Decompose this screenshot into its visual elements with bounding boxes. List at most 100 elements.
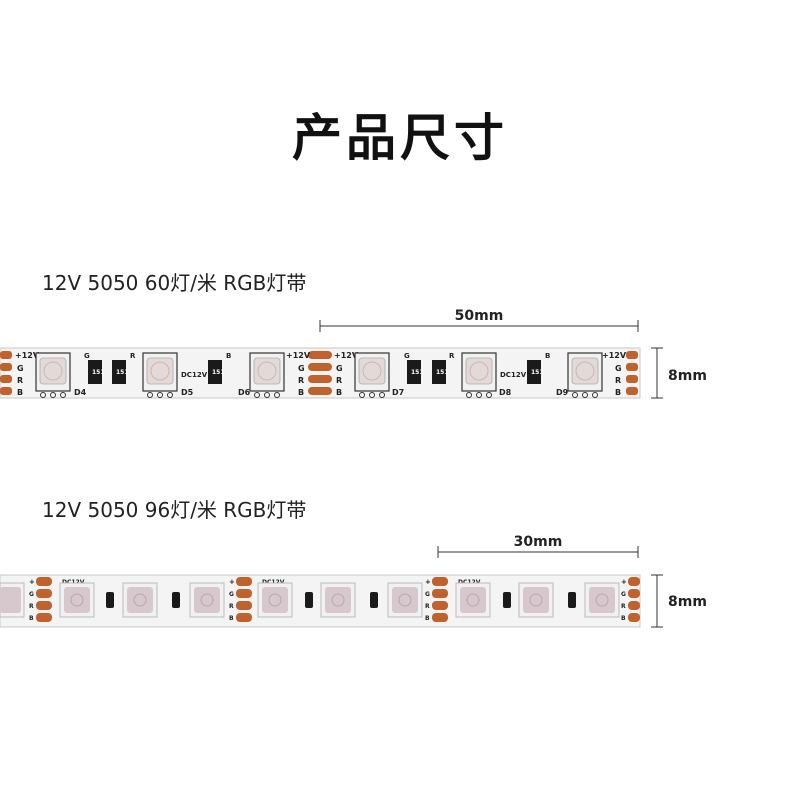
resistor: 151 <box>112 360 129 384</box>
resistor <box>370 592 378 608</box>
led-5050 <box>249 352 285 398</box>
strip-96-label: 12V 5050 96灯/米 RGB灯带 <box>42 498 307 522</box>
svg-text:151: 151 <box>92 369 105 376</box>
b-label: B <box>226 352 231 360</box>
led-5050 <box>387 582 423 618</box>
solder-pads <box>432 577 448 622</box>
led-5050 <box>455 582 491 618</box>
svg-text:151: 151 <box>531 369 544 376</box>
r-label: R <box>29 603 34 610</box>
solder-pads-mid <box>308 351 332 395</box>
plus12v-label: +12V <box>286 351 311 360</box>
led-5050 <box>584 582 620 618</box>
led-5050 <box>0 582 25 618</box>
r-label: R <box>17 376 23 385</box>
plus-label: + <box>29 578 35 586</box>
r-label: R <box>615 376 621 385</box>
led-5050 <box>567 352 603 398</box>
width-dimension-text: 8mm <box>668 594 707 610</box>
b-label: B <box>615 388 621 397</box>
b-label: B <box>545 352 550 360</box>
g-label: G <box>298 364 305 373</box>
resistor: 151 <box>407 360 424 384</box>
solder-pads <box>236 577 252 622</box>
plus12v-label: +12V <box>602 351 627 360</box>
g-label: G <box>336 364 343 373</box>
led-5050 <box>142 352 178 398</box>
led-5050 <box>189 582 225 618</box>
led-designator: D4 <box>74 388 87 397</box>
resistor <box>503 592 511 608</box>
dc12v-label: DC12V <box>181 371 208 379</box>
width-dimension <box>651 574 663 628</box>
plus12v-label: +12V <box>334 351 359 360</box>
led-5050 <box>35 352 71 398</box>
resistor: 151 <box>88 360 105 384</box>
plus-label: + <box>229 578 235 586</box>
resistor: 151 <box>527 360 544 384</box>
dc12v-label: DC12V <box>500 371 527 379</box>
r-label: R <box>130 352 136 360</box>
r-label: R <box>621 603 626 610</box>
strip-60-diagram: +12V G R B +12V G R B +12V G R B +12V G … <box>0 308 707 399</box>
led-5050 <box>122 582 158 618</box>
svg-text:151: 151 <box>436 369 449 376</box>
led-designator: D7 <box>392 388 404 397</box>
resistor: 151 <box>432 360 449 384</box>
b-label: B <box>621 615 626 622</box>
strip-96-diagram: + G R B DC12V + G R B DC12V + G R B DC12… <box>0 534 707 628</box>
g-label: G <box>29 591 34 598</box>
plus-label: + <box>621 578 627 586</box>
led-5050 <box>518 582 554 618</box>
led-designator: D6 <box>238 388 251 397</box>
led-5050 <box>461 352 497 398</box>
r-label: R <box>425 603 430 610</box>
b-label: B <box>336 388 342 397</box>
b-label: B <box>29 615 34 622</box>
b-label: B <box>229 615 234 622</box>
r-label: R <box>449 352 455 360</box>
solder-pads-left <box>0 351 12 395</box>
g-label: G <box>621 591 626 598</box>
plus12v-label: +12V <box>15 351 40 360</box>
led-designator: D5 <box>181 388 194 397</box>
svg-text:151: 151 <box>411 369 424 376</box>
g-label: G <box>17 364 24 373</box>
svg-text:151: 151 <box>116 369 129 376</box>
solder-pads <box>628 577 640 622</box>
led-5050 <box>354 352 390 398</box>
solder-pads <box>36 577 52 622</box>
r-label: R <box>336 376 342 385</box>
g-label: G <box>404 352 410 360</box>
resistor <box>172 592 180 608</box>
plus-label: + <box>425 578 431 586</box>
length-dimension <box>319 320 639 332</box>
width-dimension <box>651 347 663 399</box>
r-label: R <box>298 376 304 385</box>
led-designator: D9 <box>556 388 569 397</box>
g-label: G <box>229 591 234 598</box>
led-5050 <box>320 582 356 618</box>
g-label: G <box>84 352 90 360</box>
resistor <box>305 592 313 608</box>
led-5050 <box>59 582 95 618</box>
solder-pads-right <box>626 351 638 395</box>
led-5050 <box>257 582 293 618</box>
resistor <box>106 592 114 608</box>
length-dimension-text: 30mm <box>514 534 563 550</box>
resistor <box>568 592 576 608</box>
b-label: B <box>298 388 304 397</box>
led-designator: D8 <box>499 388 512 397</box>
b-label: B <box>425 615 430 622</box>
g-label: G <box>615 364 622 373</box>
width-dimension-text: 8mm <box>668 368 707 384</box>
b-label: B <box>17 388 23 397</box>
g-label: G <box>425 591 430 598</box>
r-label: R <box>229 603 234 610</box>
page-title: 产品尺寸 <box>292 109 508 167</box>
svg-text:151: 151 <box>212 369 225 376</box>
strip-60-label: 12V 5050 60灯/米 RGB灯带 <box>42 271 307 295</box>
length-dimension-text: 50mm <box>455 308 504 324</box>
resistor: 151 <box>208 360 225 384</box>
length-dimension <box>437 546 639 558</box>
